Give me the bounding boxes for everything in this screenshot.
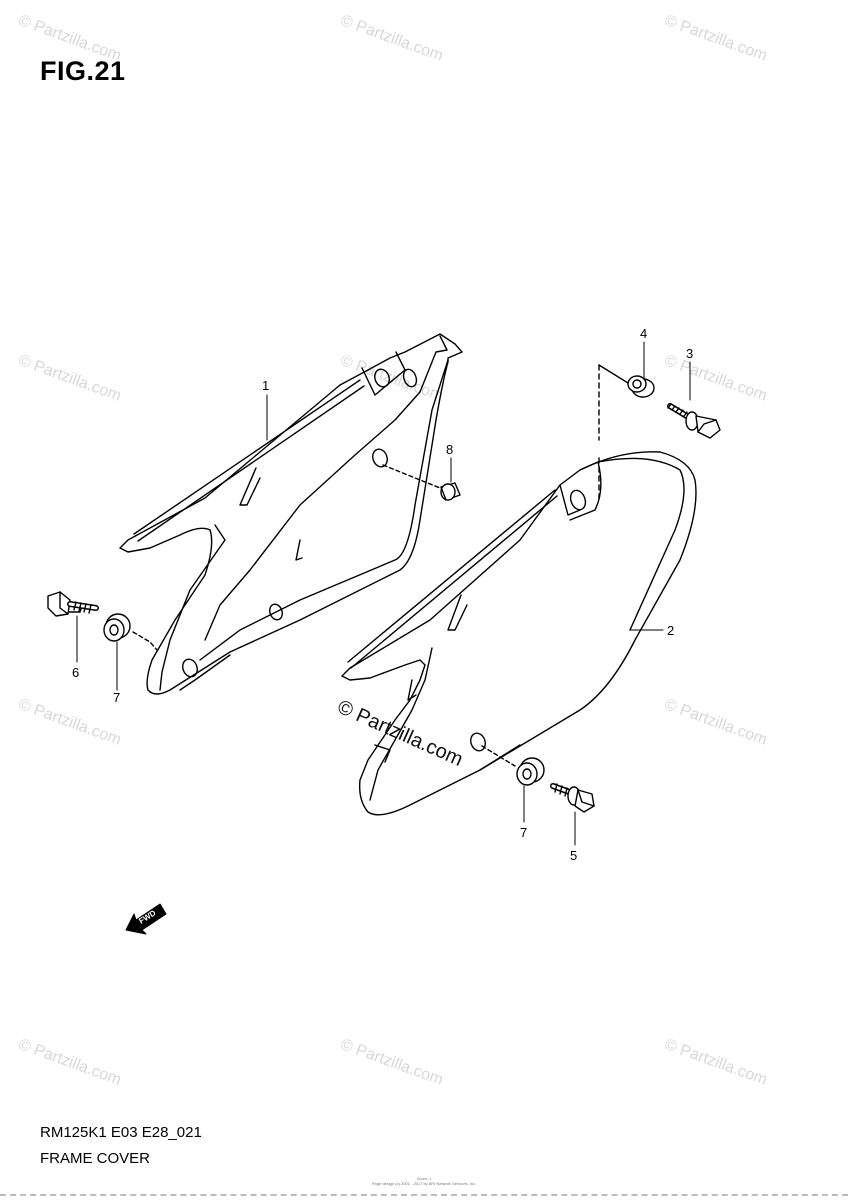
callout-8: 8 — [446, 442, 453, 457]
callout-3: 3 — [686, 346, 693, 361]
bottom-divider — [0, 1194, 848, 1196]
bolt — [47, 591, 99, 617]
bolt — [667, 403, 721, 439]
grommet — [598, 364, 655, 501]
footer-copyright: Page design (c) 2001 - 2017 by ARI Netwo… — [371, 1181, 477, 1186]
figure-title: FIG.21 — [40, 56, 126, 86]
footer: Zoom: 1 Page design (c) 2001 - 2017 by A… — [0, 1176, 848, 1186]
bolt — [550, 783, 595, 813]
spacer-collar — [382, 464, 461, 501]
callout-7: 7 — [113, 690, 120, 705]
callout-1: 1 — [262, 378, 269, 393]
frame-cover-right — [341, 451, 697, 816]
washer — [103, 613, 158, 651]
forward-arrow-icon: FWD — [125, 903, 167, 935]
callout-7: 7 — [520, 825, 527, 840]
diagram-code: RM125K1 E03 E28_021 — [40, 1124, 202, 1141]
callout-4: 4 — [640, 326, 647, 341]
washer — [481, 745, 545, 786]
footer-zoom: Zoom: 1 — [416, 1176, 432, 1181]
callout-6: 6 — [72, 665, 79, 680]
frame-cover-left — [119, 333, 463, 695]
callout-2: 2 — [667, 623, 674, 638]
leader-lines — [76, 341, 691, 846]
callout-5: 5 — [570, 848, 577, 863]
callout-labels: 1 2 3 4 5 6 7 7 8 — [72, 326, 693, 863]
diagram-caption: FRAME COVER — [40, 1150, 151, 1167]
